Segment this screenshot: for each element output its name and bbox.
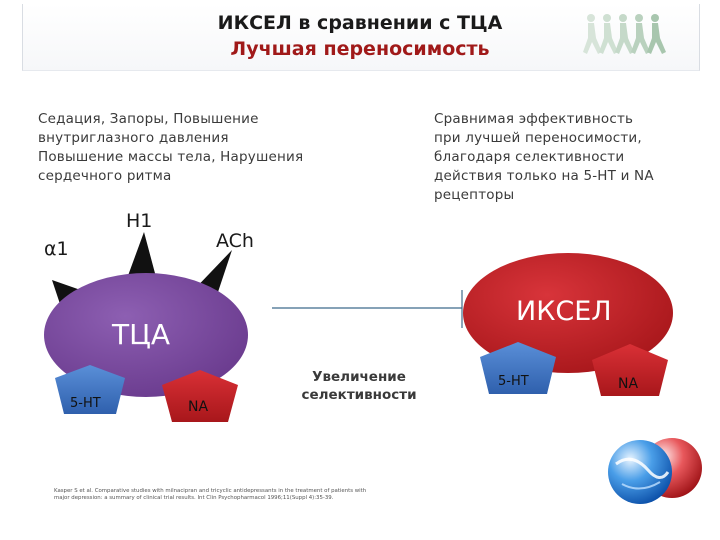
- ixel-5ht-label: 5-HT: [498, 374, 529, 389]
- tca-ellipse: [44, 273, 248, 397]
- ixel-5ht-pentagon: [480, 342, 556, 394]
- ixel-na-label: NA: [618, 376, 639, 392]
- side-effects-line: сердечного ритма: [38, 168, 172, 184]
- spheres-logo-icon: [608, 438, 702, 504]
- citation-line: major depression: a summary of clinical …: [54, 495, 334, 501]
- side-effects-text: Седация, Запоры, Повышение внутриглазног…: [38, 110, 303, 186]
- selectivity-line: Увеличение: [312, 369, 406, 385]
- page-subtitle: Лучшая переносимость: [230, 38, 490, 60]
- selectivity-text: Увеличение селективности: [284, 368, 434, 404]
- efficacy-text: Сравнимая эффективность при лучшей перен…: [434, 110, 654, 205]
- side-effects-line: внутриглазного давления: [38, 130, 229, 146]
- efficacy-line: при лучшей переносимости,: [434, 130, 642, 146]
- side-effects-line: Повышение массы тела, Нарушения: [38, 149, 304, 165]
- a1-receptor-label: α1: [44, 238, 69, 260]
- ixel-label: ИКСЕЛ: [516, 296, 612, 327]
- page-title: ИКСЕЛ в сравнении с ТЦА: [217, 12, 503, 34]
- efficacy-line: рецепторы: [434, 187, 515, 203]
- tca-label: ТЦА: [112, 318, 170, 351]
- side-effects-line: Седация, Запоры, Повышение: [38, 111, 259, 127]
- runners-logo-icon: [583, 14, 666, 54]
- tca-na-pentagon: [162, 370, 238, 422]
- efficacy-line: благодаря селективности: [434, 149, 625, 165]
- citation-footnote: Kasper S et al. Comparative studies with…: [54, 488, 394, 502]
- title-box: [22, 4, 700, 71]
- tca-5ht-label: 5-HT: [70, 396, 101, 411]
- ixel-na-pentagon: [592, 344, 668, 396]
- selectivity-line: селективности: [301, 387, 417, 403]
- efficacy-line: действия только на 5-НТ и NA: [434, 168, 654, 184]
- h1-receptor-label: H1: [126, 210, 153, 232]
- tca-5ht-pentagon: [55, 365, 125, 414]
- ach-receptor-label: ACh: [216, 230, 254, 252]
- citation-line: Kasper S et al. Comparative studies with…: [54, 488, 367, 494]
- tca-na-label: NA: [188, 399, 209, 415]
- efficacy-line: Сравнимая эффективность: [434, 111, 634, 127]
